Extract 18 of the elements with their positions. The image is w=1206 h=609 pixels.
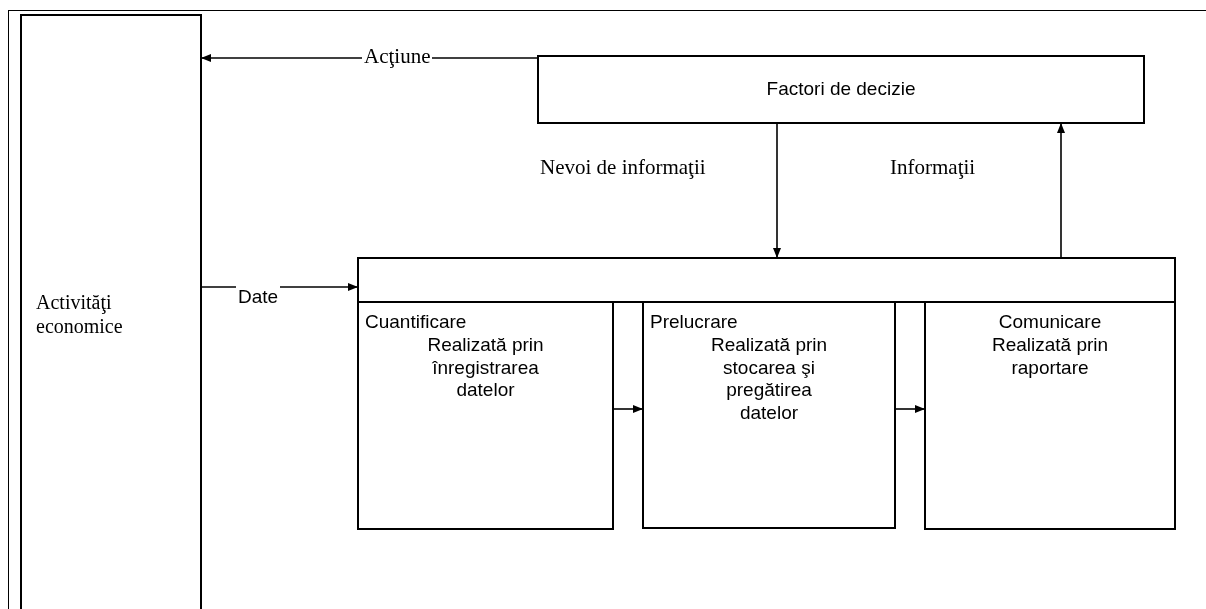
empty-band bbox=[357, 257, 1176, 303]
box-heading: Prelucrare bbox=[650, 311, 738, 334]
process-box bbox=[20, 14, 202, 609]
arrow bbox=[773, 123, 781, 258]
arrow bbox=[895, 405, 925, 413]
process-box bbox=[537, 55, 1145, 124]
arrow bbox=[613, 405, 643, 413]
process-box bbox=[924, 301, 1176, 530]
box-text: Realizată prin stocarea şi pregătirea datelor bbox=[709, 333, 829, 425]
box-text: Realizată prin înregistrarea datelor bbox=[426, 333, 545, 403]
process-box bbox=[357, 301, 614, 530]
box-text: Realizată prin raportare bbox=[990, 333, 1110, 380]
box-text: Activităţi economice bbox=[36, 290, 124, 338]
box-text: Factori de decizie bbox=[766, 78, 916, 101]
process-box bbox=[642, 301, 896, 529]
box-heading: Cuantificare bbox=[365, 311, 467, 334]
arrow bbox=[1057, 123, 1065, 258]
box-heading: Comunicare bbox=[998, 311, 1102, 334]
